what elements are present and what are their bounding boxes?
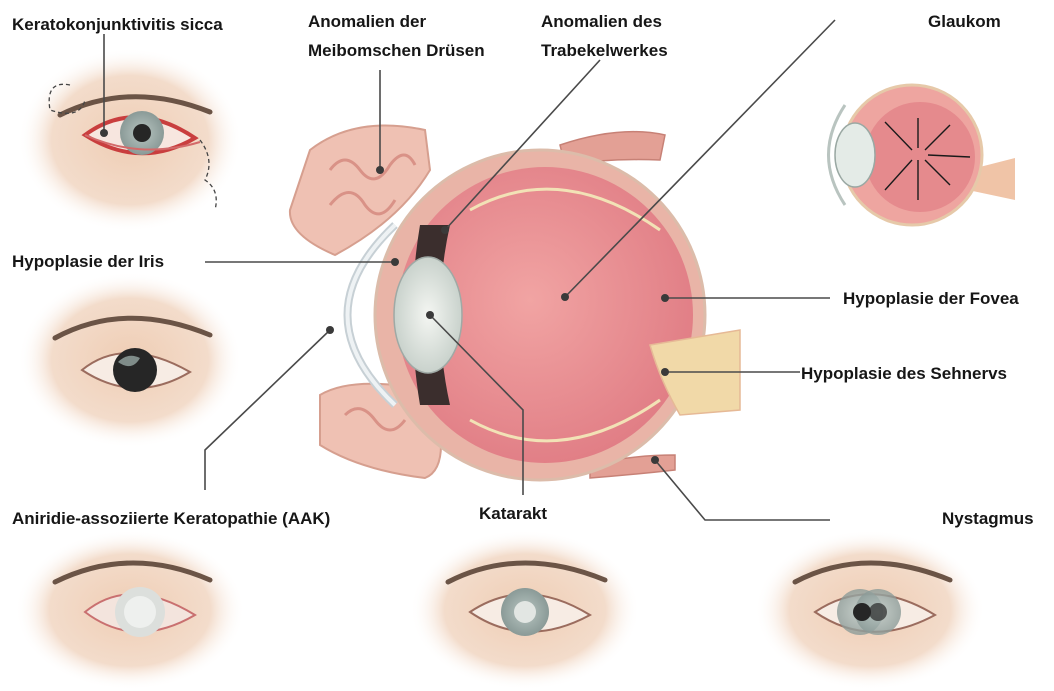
label-optic-nerve-hypoplasia: Hypoplasie des Sehnervs xyxy=(801,363,1007,385)
eye-dry-eye-illustration xyxy=(18,48,242,232)
eye-iris-hypoplasia-illustration xyxy=(18,272,242,448)
label-nystagmus: Nystagmus xyxy=(942,508,1034,530)
label-aak: Aniridie-assoziierte Keratopathie (AAK) xyxy=(12,508,330,530)
label-glaucoma: Glaukom xyxy=(928,11,1001,33)
label-trabecular-line1: Anomalien des xyxy=(541,11,662,33)
label-trabecular-line2: Trabekelwerkes xyxy=(541,40,668,62)
label-meibomian-line2: Meibomschen Drüsen xyxy=(308,40,485,62)
label-keratoconjunctivitis-sicca: Keratokonjunktivitis sicca xyxy=(12,14,223,36)
eye-aak-illustration xyxy=(15,530,245,690)
main-eye-cross-section xyxy=(290,126,740,481)
label-meibomian-line1: Anomalien der xyxy=(308,11,426,33)
label-cataract: Katarakt xyxy=(479,503,547,525)
glaucoma-eye-illustration xyxy=(829,85,1016,225)
label-fovea-hypoplasia: Hypoplasie der Fovea xyxy=(843,288,1019,310)
eye-cataract-illustration xyxy=(410,530,640,690)
eye-nystagmus-illustration xyxy=(755,530,985,690)
label-iris-hypoplasia: Hypoplasie der Iris xyxy=(12,251,164,273)
